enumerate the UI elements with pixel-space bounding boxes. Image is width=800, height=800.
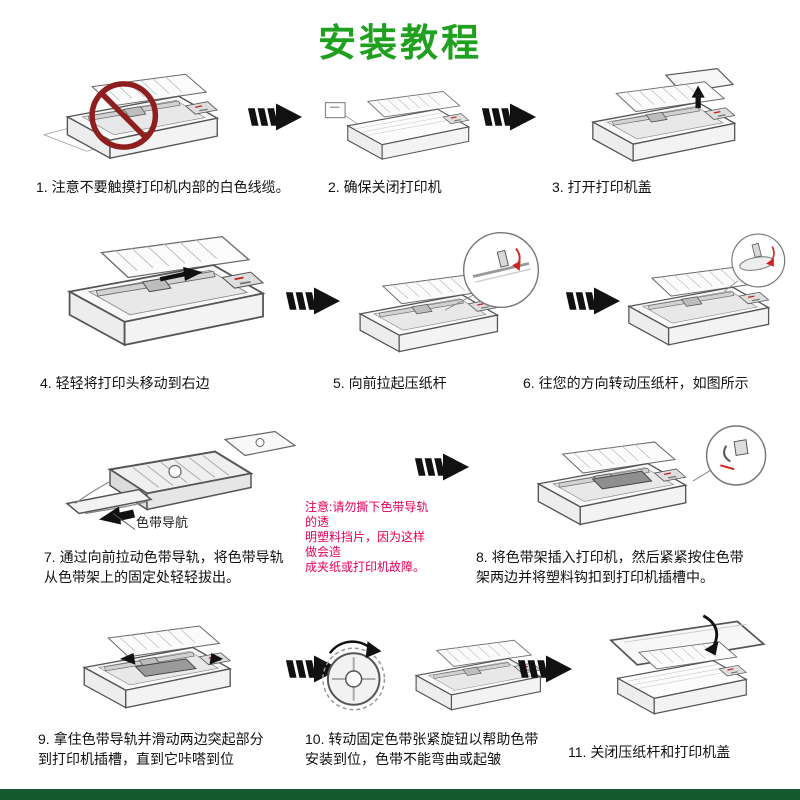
step-11-illustration [558, 612, 792, 730]
ribbon-guide-label: 色带导航 [136, 515, 189, 530]
bottom-green-bar [0, 789, 800, 800]
step-1-illustration [28, 66, 236, 176]
step-9-illustration [24, 616, 282, 728]
step-4-illustration [26, 226, 280, 368]
step-6-caption: 6. 往您的方向转动压纸杆，如图所示 [523, 375, 749, 391]
detail-zoom-circle [462, 231, 540, 309]
ribbon-cartridge [134, 658, 197, 677]
warning-note: 注意:请勿撕下色带导轨的透 明塑料挡片，因为这样做会造 成夹纸或打印机故障。 [305, 500, 429, 574]
step-arrow-icon [246, 100, 304, 134]
detail-zoom-circle [705, 425, 767, 486]
step-arrow-icon [413, 450, 471, 484]
step-1-caption: 1. 注意不要触摸打印机内部的白色线缆。 [36, 179, 290, 195]
step-5-caption: 5. 向前拉起压纸杆 [333, 375, 447, 391]
step-3-caption: 3. 打开打印机盖 [552, 179, 652, 195]
ribbon-cartridge [591, 470, 653, 490]
slide-arrow-icon [119, 653, 224, 665]
step-arrow-icon [480, 100, 538, 134]
tension-knob [322, 640, 386, 711]
step-8-caption: 8. 将色带架插入打印机，然后紧紧按住色带 架两边并将塑料钩扣到打印机插槽中。 [476, 549, 744, 585]
ribbon-guide [65, 488, 153, 515]
step-7-illustration [55, 426, 305, 538]
open-lid-arrow-icon [691, 85, 705, 109]
step-5-illustration [330, 228, 560, 368]
step-10-caption: 10. 转动固定色带张紧旋钮以帮助色带 安装到位，色带不能弯曲或起皱 [305, 731, 539, 767]
close-lid-arrow-icon [702, 614, 719, 656]
step-2-illustration [322, 80, 472, 176]
step-4-caption: 4. 轻轻将打印头移动到右边 [40, 375, 210, 391]
step-10-illustration [316, 626, 554, 728]
step-7-caption: 7. 通过向前拉动色带导轨，将色带导轨 从色带架上的固定处轻轻拔出。 [44, 549, 284, 585]
detail-zoom-circle [731, 233, 786, 288]
page-title: 安装教程 [317, 23, 482, 65]
step-9-caption: 9. 拿住色带导轨并滑动两边突起部分 到打印机插槽，直到它咔嗒到位 [38, 731, 264, 767]
step-6-illustration [592, 226, 794, 368]
step-2-caption: 2. 确保关闭打印机 [328, 179, 442, 195]
move-head-arrow-icon [159, 266, 203, 282]
step-3-illustration [548, 66, 760, 178]
step-8-illustration [476, 424, 772, 542]
prohibition-icon [89, 81, 159, 150]
step-11-caption: 11. 关闭压纸杆和打印机盖 [568, 744, 731, 760]
